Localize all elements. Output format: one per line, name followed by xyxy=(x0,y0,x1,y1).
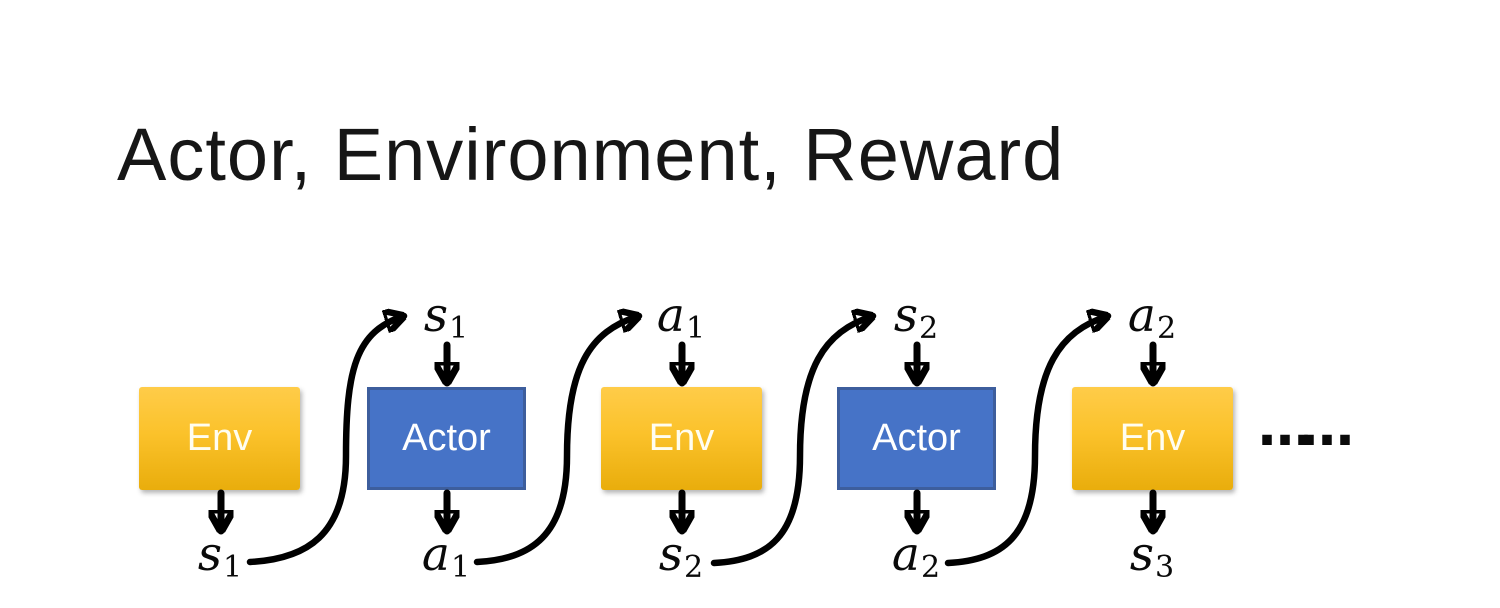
label-base: s xyxy=(197,527,222,582)
label-a2-top: a2 xyxy=(1102,288,1202,347)
label-sub: 1 xyxy=(222,550,243,586)
continuation-ellipsis: …… xyxy=(1258,395,1354,458)
label-s3-bottom: s3 xyxy=(1102,527,1202,586)
env-box-1: Env xyxy=(139,387,300,490)
label-sub: 2 xyxy=(1156,311,1177,347)
label-base: s xyxy=(893,288,918,343)
label-sub: 2 xyxy=(683,550,704,586)
label-sub: 1 xyxy=(448,311,469,347)
label-base: a xyxy=(421,527,450,582)
label-base: s xyxy=(1129,527,1154,582)
label-base: a xyxy=(891,527,920,582)
label-base: s xyxy=(658,527,683,582)
label-s1-top: s1 xyxy=(396,288,496,347)
label-sub: 1 xyxy=(450,550,471,586)
slide-title: Actor, Environment, Reward xyxy=(117,113,1065,196)
label-s2-bottom: s2 xyxy=(631,527,731,586)
label-sub: 2 xyxy=(920,550,941,586)
label-base: a xyxy=(1127,288,1156,343)
label-a2-bottom: a2 xyxy=(866,527,966,586)
env-box-3: Env xyxy=(1072,387,1233,490)
label-a1-top: a1 xyxy=(631,288,731,347)
label-sub: 1 xyxy=(685,311,706,347)
label-sub: 2 xyxy=(918,311,939,347)
label-a1-bottom: a1 xyxy=(396,527,496,586)
label-base: a xyxy=(656,288,685,343)
label-s2-top: s2 xyxy=(866,288,966,347)
label-base: s xyxy=(423,288,448,343)
env-box-2: Env xyxy=(601,387,762,490)
label-sub: 3 xyxy=(1154,550,1175,586)
actor-box-1: Actor xyxy=(367,387,526,490)
label-s1-bottom: s1 xyxy=(170,527,270,586)
actor-box-2: Actor xyxy=(837,387,996,490)
